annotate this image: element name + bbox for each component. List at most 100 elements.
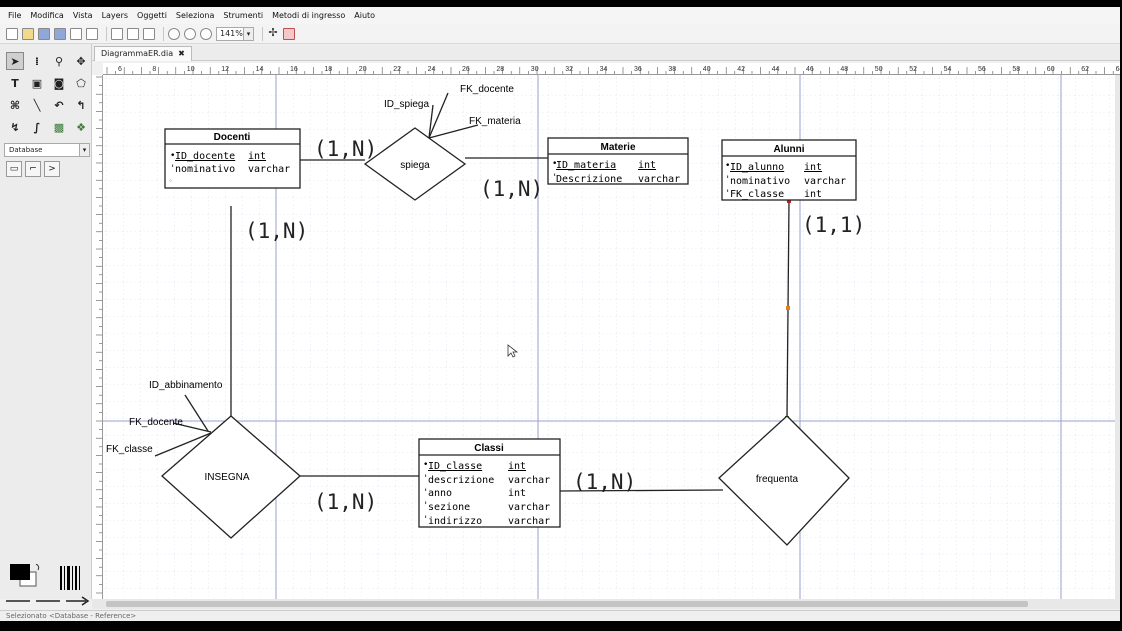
cut-icon[interactable] <box>127 27 139 40</box>
table-title: Materie <box>600 142 635 153</box>
attribute-id-spiega[interactable]: ID_spiega <box>384 99 429 110</box>
diagram-canvas[interactable]: Docenti • ID_docente int ' nominativo va… <box>103 75 1115 599</box>
table-alunni[interactable]: Alunni • ID_alunno int ' nominativo varc… <box>721 139 857 201</box>
zoom-value: 141% <box>220 28 243 38</box>
snap-grid-icon[interactable]: ✢ <box>268 25 278 39</box>
attribute-fk-classe[interactable]: FK_classe <box>106 444 153 455</box>
line-style-selector[interactable] <box>4 593 90 609</box>
ruler-ticks <box>96 76 102 594</box>
close-icon[interactable]: ✖ <box>178 49 185 58</box>
menu-strumenti[interactable]: Strumenti <box>223 11 264 20</box>
text-cursor-tool-icon[interactable]: ⁞ <box>34 54 40 68</box>
table-row-type: int <box>248 151 266 162</box>
table-classi[interactable]: Classi • ID_classe int ' descrizione var… <box>418 438 561 528</box>
cardinality-label[interactable]: (1,N) <box>245 219 308 243</box>
zoom-out-icon[interactable] <box>200 27 212 40</box>
attribute-fk-docente[interactable]: FK_docente <box>129 417 183 428</box>
magnify-tool-icon[interactable]: ⚲ <box>54 54 64 68</box>
line-width-icon[interactable] <box>60 566 80 590</box>
cardinality-label[interactable]: (1,N) <box>314 137 377 161</box>
menu-metodi-ingresso[interactable]: Metodi di ingresso <box>272 11 346 20</box>
table-row-bullet: ' <box>423 474 428 484</box>
attr-line-fk-docente <box>172 422 212 433</box>
tab-diagramma[interactable]: DiagrammaER.dia ✖ <box>94 46 192 61</box>
table-row-name: descrizione <box>428 475 494 486</box>
relation-spiega[interactable]: spiega <box>363 127 467 201</box>
text-tool-icon[interactable]: T <box>11 76 19 90</box>
cardinality-label[interactable]: (1,N) <box>314 490 377 514</box>
toolbar-separator <box>262 26 263 41</box>
ruler-label: 52 <box>909 66 917 73</box>
table-shape-icon[interactable]: ▭ <box>6 161 22 177</box>
beziergon-tool-icon[interactable]: ⌘ <box>9 98 21 112</box>
sheet-select[interactable]: Database ▾ <box>4 143 90 157</box>
arc-tool-icon[interactable]: ↶ <box>54 98 64 112</box>
polyline-tool-icon[interactable]: ↯ <box>10 120 20 134</box>
zigzag-tool-icon[interactable]: ↰ <box>76 98 86 112</box>
connector-classi-frequenta[interactable] <box>559 489 724 492</box>
ruler-label: 34 <box>600 66 608 73</box>
table-row-type: varchar <box>508 475 550 486</box>
guides-toggle-icon[interactable] <box>283 27 295 40</box>
ruler-label: 46 <box>806 66 814 73</box>
line-tool-icon[interactable]: ╲ <box>33 98 41 112</box>
image-tool-icon[interactable]: ▩ <box>53 120 65 134</box>
menu-file[interactable]: File <box>8 11 22 20</box>
table-row-type: int <box>638 160 656 171</box>
attribute-fk-docente[interactable]: FK_docente <box>460 84 514 95</box>
table-row-bullet: ' <box>552 173 557 183</box>
connection-handle[interactable] <box>787 199 791 203</box>
arrow-shape-icon[interactable]: > <box>44 161 60 177</box>
box-tool-icon[interactable]: ▣ <box>31 76 43 90</box>
line-style-icons[interactable] <box>4 594 90 608</box>
attribute-id-abbinamento[interactable]: ID_abbinamento <box>149 380 223 391</box>
table-row-name: ID_alunno <box>730 162 784 173</box>
paste-icon[interactable] <box>143 27 155 40</box>
zoom-fit-icon[interactable] <box>168 27 180 40</box>
ellipse-tool-icon[interactable]: ◙ <box>53 76 65 90</box>
menu-layers[interactable]: Layers <box>101 11 129 20</box>
open-folder-icon[interactable] <box>22 27 34 40</box>
menu-modifica[interactable]: Modifica <box>30 11 64 20</box>
color-selector[interactable] <box>8 563 88 597</box>
menu-oggetti[interactable]: Oggetti <box>137 11 167 20</box>
table-materie[interactable]: Materie • ID_materia int ' Descrizione v… <box>547 137 689 185</box>
horizontal-scrollbar[interactable] <box>92 599 1120 609</box>
copy-icon[interactable] <box>111 27 123 40</box>
connection-handle[interactable] <box>786 306 790 310</box>
bezier-tool-icon[interactable]: ∫ <box>33 120 41 134</box>
move-tool-icon[interactable]: ✥ <box>76 54 86 68</box>
menu-seleziona[interactable]: Seleziona <box>175 11 215 20</box>
ruler-label: 18 <box>324 66 332 73</box>
reference-shape-icon[interactable]: ⌐ <box>25 161 41 177</box>
export-icon[interactable] <box>70 27 82 40</box>
vertical-scrollbar[interactable] <box>1115 75 1120 599</box>
cardinality-label[interactable]: (1,N) <box>480 177 543 201</box>
zoom-in-icon[interactable] <box>184 27 196 40</box>
table-row-name: ID_docente <box>175 151 235 162</box>
relation-label: frequenta <box>756 474 799 485</box>
save-icon[interactable] <box>38 27 50 40</box>
pointer-tool-icon[interactable]: ➤ <box>6 52 24 70</box>
menu-vista[interactable]: Vista <box>72 11 93 20</box>
scrollbar-thumb[interactable] <box>106 601 1028 607</box>
chevron-down-icon[interactable]: ▾ <box>79 144 89 156</box>
cardinality-label[interactable]: (1,1) <box>802 213 865 237</box>
outline-tool-icon[interactable]: ❖ <box>76 120 86 134</box>
polygon-tool-icon[interactable]: ⬠ <box>76 76 86 90</box>
color-swatch-icon[interactable] <box>8 563 88 594</box>
ruler-label: 60 <box>1047 66 1055 73</box>
new-file-icon[interactable] <box>6 27 18 40</box>
er-diagram[interactable]: Docenti • ID_docente int ' nominativo va… <box>103 75 1115 599</box>
save-as-icon[interactable] <box>54 27 66 40</box>
zoom-select[interactable]: 141% ▾ <box>216 26 254 41</box>
cardinality-label[interactable]: (1,N) <box>573 470 636 494</box>
relation-insegna[interactable]: INSEGNA <box>161 415 301 539</box>
attribute-fk-materia[interactable]: FK_materia <box>469 116 521 127</box>
chevron-down-icon[interactable]: ▾ <box>243 27 253 40</box>
table-row-name: ID_materia <box>556 160 616 171</box>
relation-frequenta[interactable]: frequenta <box>718 415 850 546</box>
print-icon[interactable] <box>86 27 98 40</box>
menu-aiuto[interactable]: Aiuto <box>354 11 376 20</box>
table-docenti[interactable]: Docenti • ID_docente int ' nominativo va… <box>164 128 301 189</box>
